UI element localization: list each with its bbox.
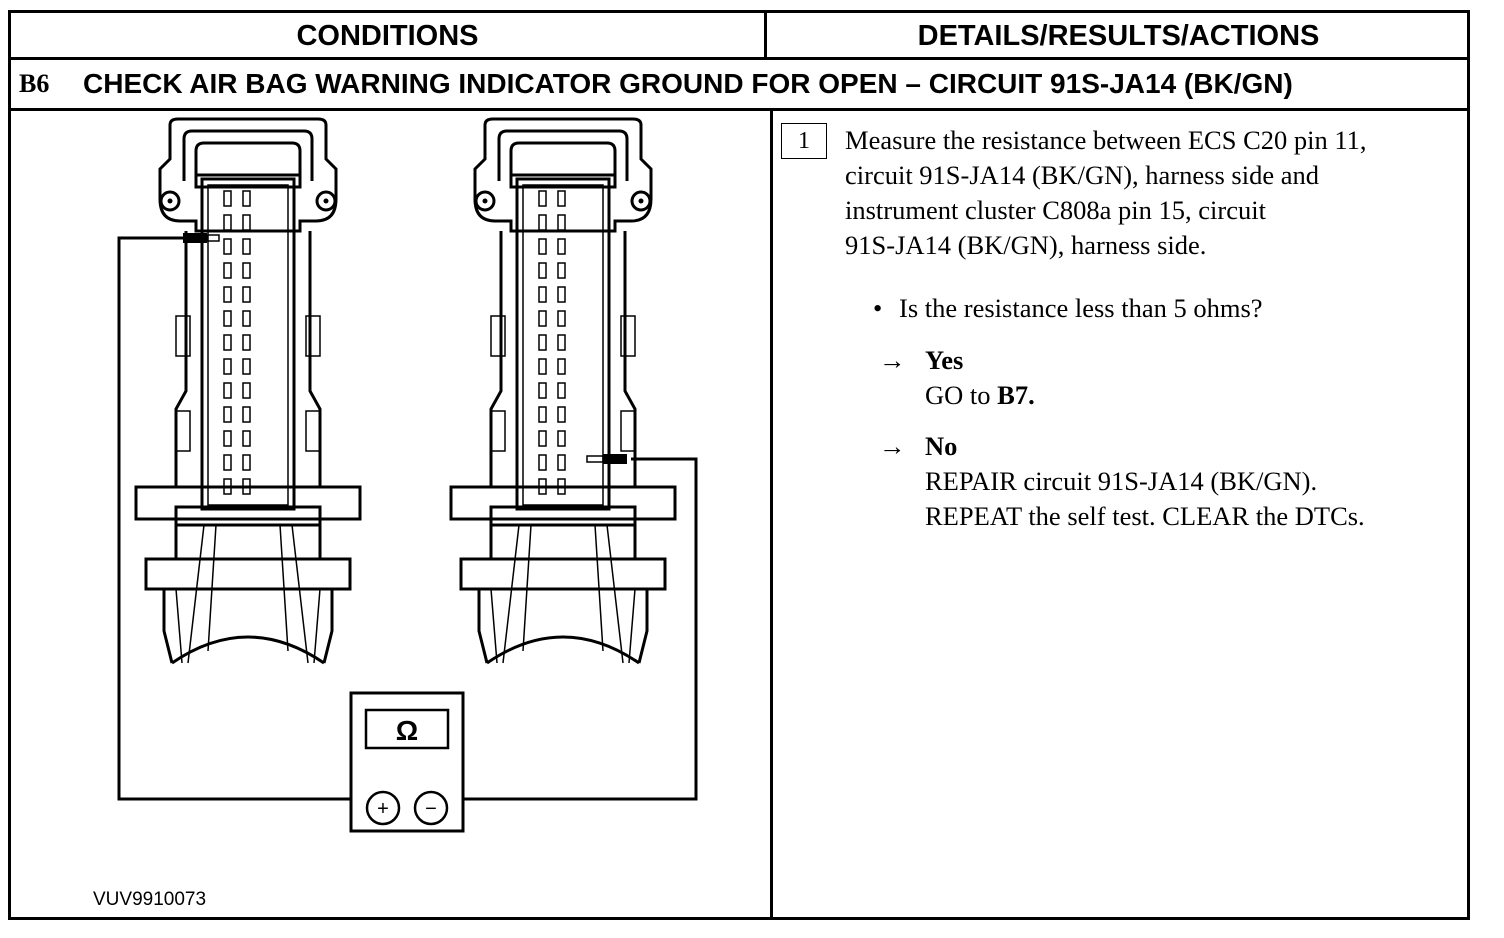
left-probe-tip: [183, 233, 207, 243]
minus-terminal-icon: [413, 790, 449, 826]
right-arrow-icon: →: [879, 431, 906, 461]
probe-tips: [183, 233, 627, 464]
question-bullet: • Is the resistance less than 5 ohms?: [873, 291, 1263, 326]
title-divider: [11, 108, 1467, 111]
right-probe-wire: [463, 457, 698, 801]
conditions-header: CONDITIONS: [11, 13, 767, 59]
instruction-line: Measure the resistance between ECS C20 p…: [845, 125, 1367, 155]
no-action-line: REPAIR circuit 91S-JA14 (BK/GN).: [925, 466, 1318, 496]
yes-action: GO to B7.: [925, 380, 1035, 410]
yes-branch: → Yes: [879, 343, 963, 378]
step-number-box: 1: [781, 123, 827, 159]
meter-wires: [117, 236, 698, 801]
diagnostic-table: CONDITIONS DETAILS/RESULTS/ACTIONS B6 CH…: [8, 10, 1470, 920]
step-id: B6: [19, 69, 50, 98]
minus-terminal-label: −: [425, 798, 437, 820]
plus-terminal-icon: [365, 790, 401, 826]
yes-action-target: B7.: [997, 380, 1035, 410]
header-divider: [11, 57, 1467, 60]
left-probe-wire: [117, 236, 351, 801]
plus-terminal-label: +: [377, 798, 389, 820]
instrument-cluster-c808a-connector: [449, 117, 677, 665]
ohmmeter: Ω + −: [349, 691, 465, 833]
no-branch: → No: [879, 429, 957, 464]
instruction-line: circuit 91S-JA14 (BK/GN), harness side a…: [845, 160, 1319, 190]
details-header: DETAILS/RESULTS/ACTIONS: [917, 19, 1320, 52]
instruction-line: instrument cluster C808a pin 15, circuit: [845, 195, 1266, 225]
step-title: CHECK AIR BAG WARNING INDICATOR GROUND F…: [83, 68, 1293, 99]
connector-diagram-svg: Ω + −: [117, 117, 698, 833]
right-probe-tip: [603, 454, 627, 464]
yes-label: Yes: [925, 345, 964, 375]
instruction-text: Measure the resistance between ECS C20 p…: [845, 123, 1465, 263]
instruction-line: 91S-JA14 (BK/GN), harness side.: [845, 230, 1207, 260]
step-title-row: B6 CHECK AIR BAG WARNING INDICATOR GROUN…: [11, 60, 1467, 108]
column-divider: [770, 108, 773, 920]
ohm-symbol: Ω: [396, 715, 418, 746]
ohmmeter-display: [364, 708, 450, 750]
bullet-icon: •: [873, 293, 883, 323]
no-label: No: [925, 431, 958, 461]
connector-diagram: Ω + − VUV9910073: [11, 111, 770, 920]
question-text: Is the resistance less than 5 ohms?: [899, 293, 1263, 323]
right-arrow-icon: →: [879, 345, 906, 375]
ecs-c20-connector: [134, 117, 362, 665]
figure-code: VUV9910073: [93, 889, 207, 910]
no-action-line: REPEAT the self test. CLEAR the DTCs.: [925, 501, 1365, 531]
details-panel: 1 Measure the resistance between ECS C20…: [773, 111, 1470, 920]
